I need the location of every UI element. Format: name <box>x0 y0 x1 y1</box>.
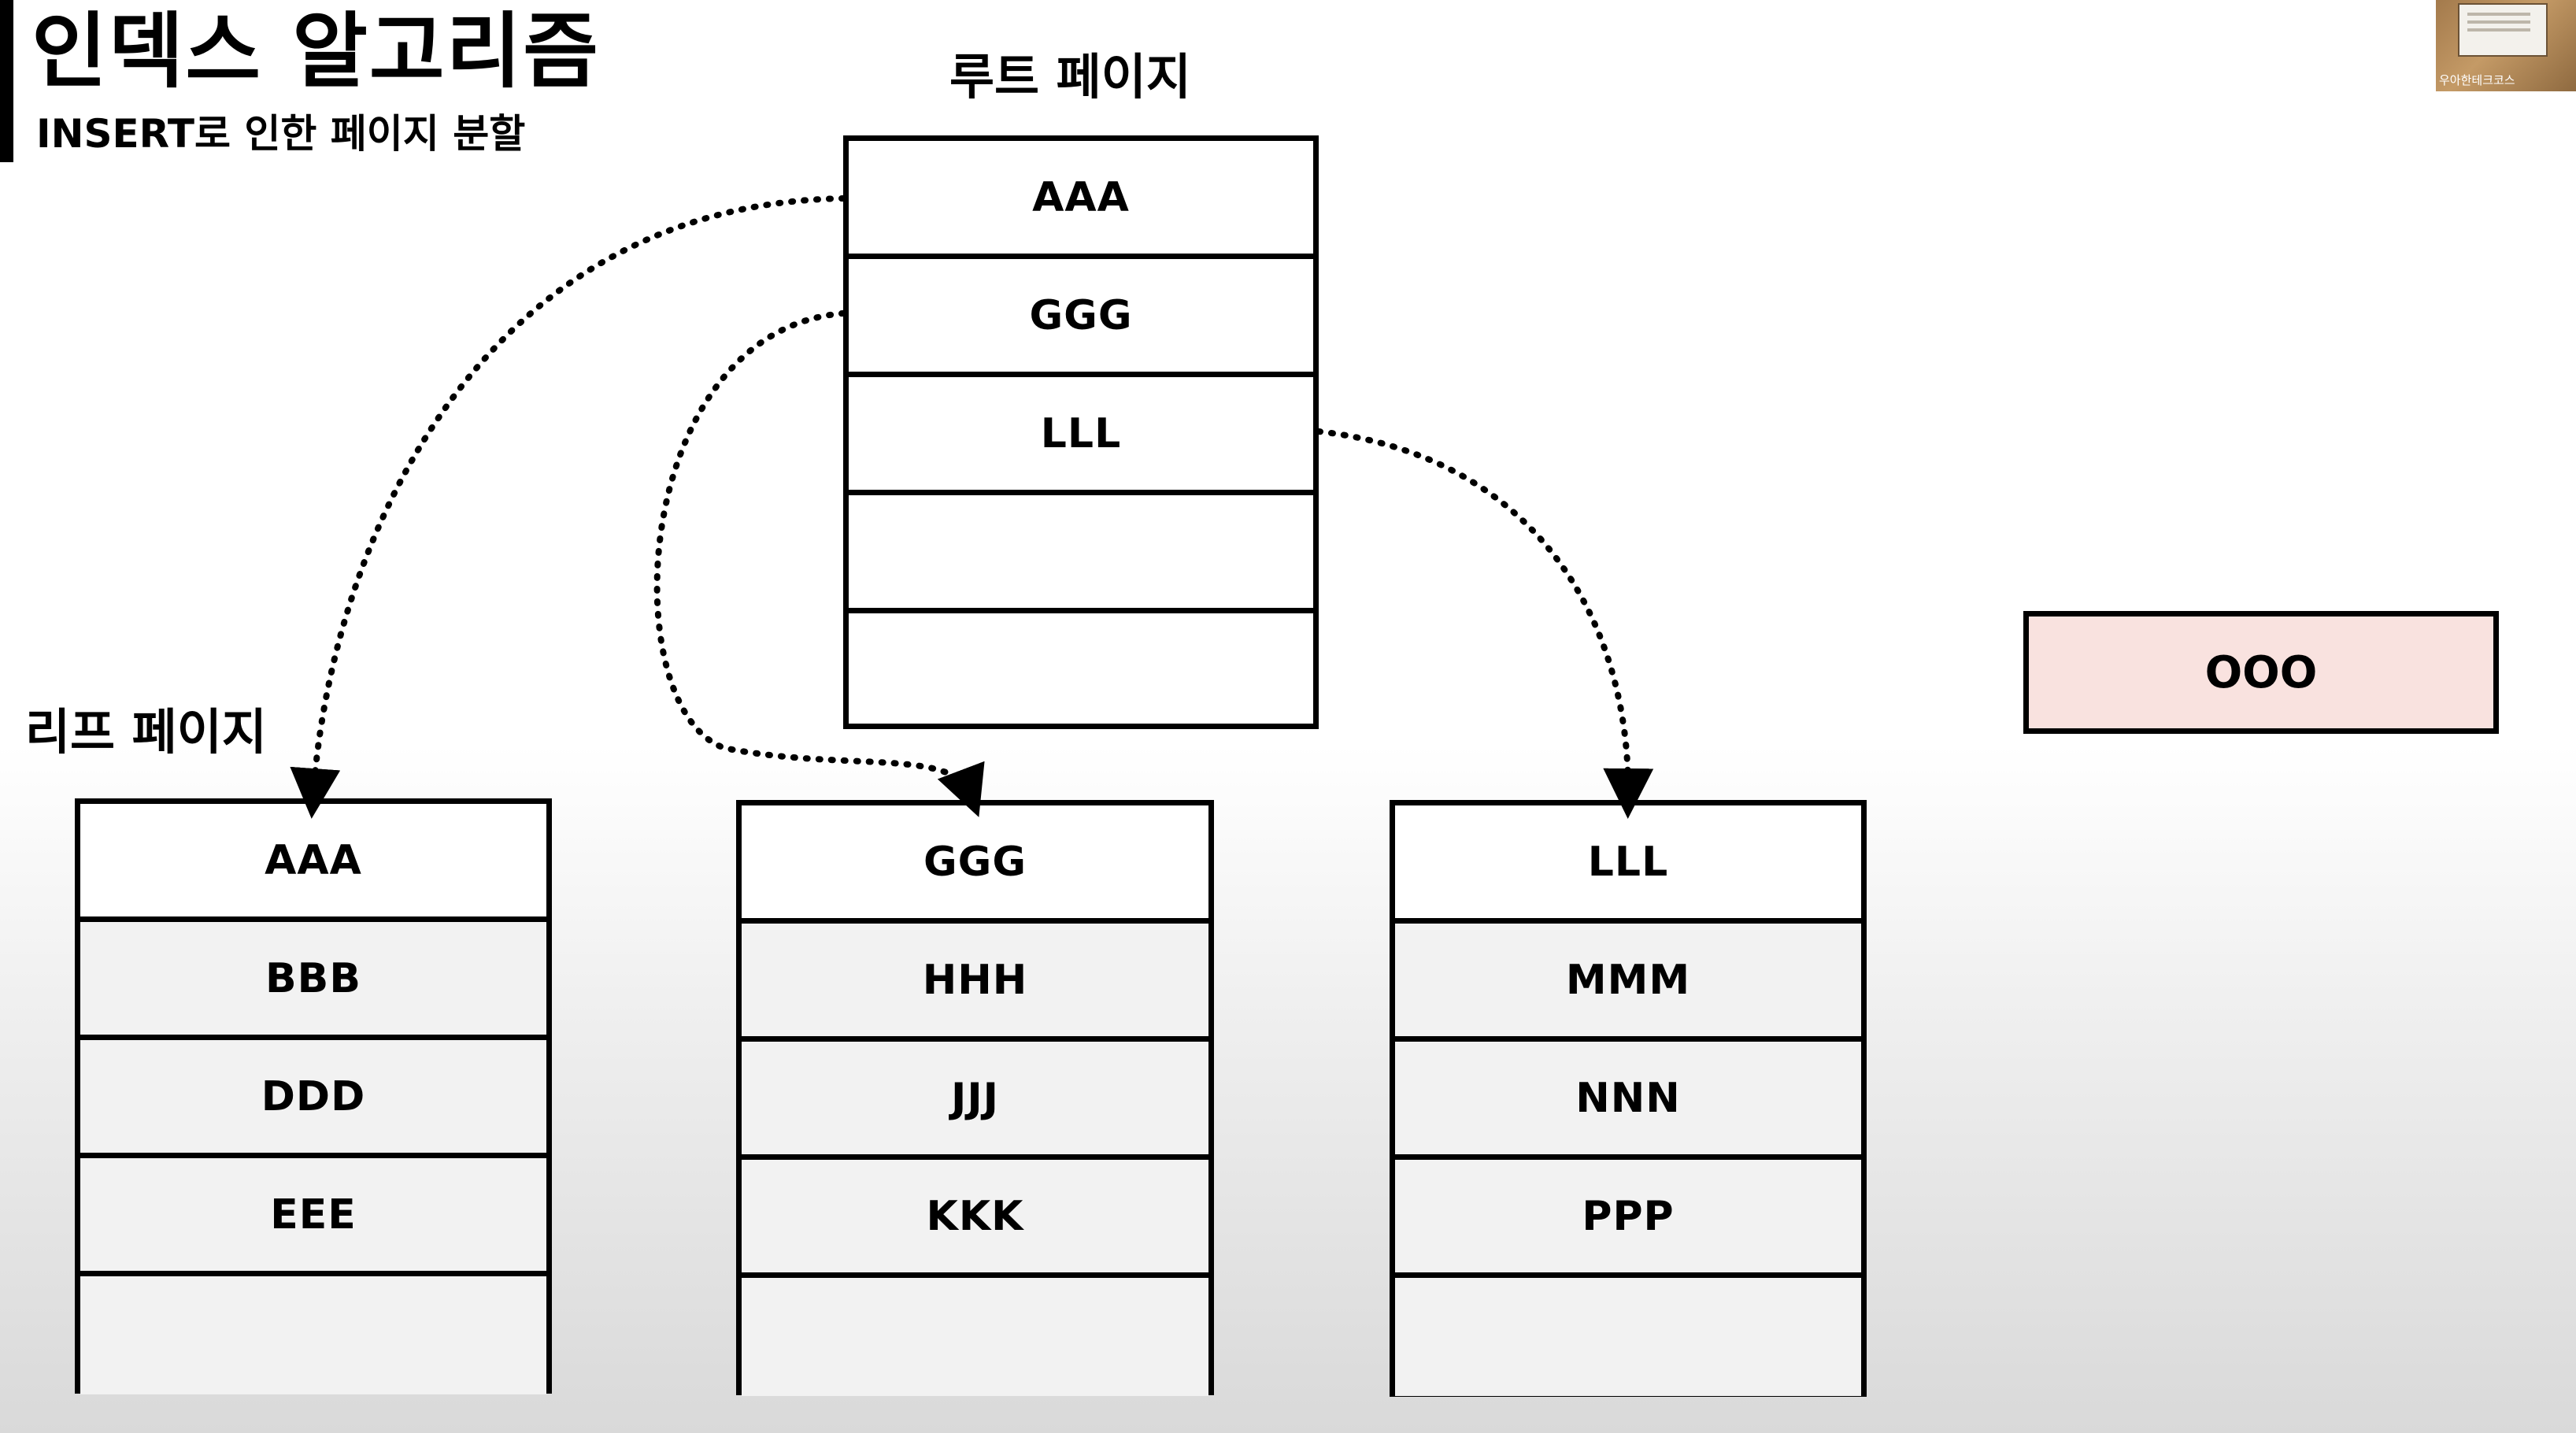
arrow-root-ggg-to-leaf-2 <box>653 310 985 817</box>
arrow-root-lll-to-leaf-3 <box>1316 428 1654 819</box>
leaf-slot: LLL <box>1395 805 1861 924</box>
new-key-box: OOO <box>2023 611 2499 734</box>
root-slot: LLL <box>849 377 1313 495</box>
title-accent-bar <box>0 0 13 162</box>
arrow-root-aaa-to-leaf-1 <box>290 195 846 819</box>
new-key-label: OOO <box>2204 646 2318 698</box>
root-slot: GGG <box>849 259 1313 377</box>
leaf-slot: PPP <box>1395 1160 1861 1278</box>
leaf-slot: KKK <box>742 1160 1208 1278</box>
leaf-slot: HHH <box>742 924 1208 1042</box>
leaf-slot: NNN <box>1395 1042 1861 1160</box>
leaf-slot <box>80 1276 546 1394</box>
slide-title: 인덱스 알고리즘 <box>31 3 600 99</box>
leaf-slot: MMM <box>1395 924 1861 1042</box>
root-slot <box>849 495 1313 613</box>
leaf-slot: EEE <box>80 1158 546 1276</box>
slide-subtitle: INSERT로 인한 페이지 분할 <box>36 111 526 157</box>
leaf-slot: JJJ <box>742 1042 1208 1160</box>
webcam-thumbnail: 우아한테크코스 <box>2436 0 2576 91</box>
root-page-label: 루트 페이지 <box>949 48 1191 106</box>
leaf-page-label: 리프 페이지 <box>25 703 267 761</box>
webcam-screen <box>2458 3 2548 57</box>
leaf-page-3: LLL MMM NNN PPP <box>1390 800 1867 1397</box>
webcam-label: 우아한테크코스 <box>2439 73 2515 87</box>
leaf-slot: AAA <box>80 804 546 922</box>
root-slot: AAA <box>849 141 1313 259</box>
leaf-slot: DDD <box>80 1040 546 1158</box>
leaf-slot: GGG <box>742 805 1208 924</box>
leaf-page-1: AAA BBB DDD EEE <box>75 798 552 1394</box>
leaf-page-2: GGG HHH JJJ KKK <box>736 800 1214 1396</box>
leaf-slot <box>742 1278 1208 1396</box>
root-page: AAA GGG LLL <box>843 135 1319 729</box>
leaf-slot: BBB <box>80 922 546 1040</box>
leaf-slot <box>1395 1278 1861 1396</box>
